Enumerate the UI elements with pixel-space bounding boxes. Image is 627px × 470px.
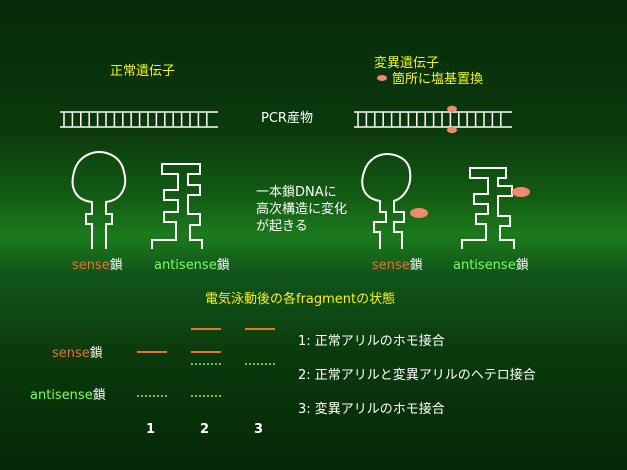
normal-gene-title: 正常遺伝子 xyxy=(110,64,176,79)
gel-bands xyxy=(137,328,275,397)
normal-pcr-product xyxy=(60,111,218,128)
mutant-gene-title: 変異遺伝子 xyxy=(374,56,440,71)
strand-label-sense-text: sense xyxy=(372,258,410,273)
mutant-pcr-rungs xyxy=(357,112,502,127)
gel-legend-3: 3: 変異アリルのホモ接合 xyxy=(298,402,445,417)
lane-number-2: 2 xyxy=(200,422,210,437)
strand-label-mutant-sense: sense鎖 xyxy=(372,258,423,274)
gel-row-label-sense: sense鎖 xyxy=(52,346,103,362)
structure-note-line1: 一本鎖DNAに xyxy=(256,185,337,200)
mutant-pcr-product xyxy=(354,111,512,128)
strand-label-suffix: 鎖 xyxy=(515,258,529,273)
normal-pcr-rungs xyxy=(63,112,208,127)
lane-number-1: 1 xyxy=(146,422,156,437)
gel-row-label-antisense: antisense鎖 xyxy=(30,388,106,404)
gel-legend-2: 2: 正常アリルと変異アリルのヘテロ接合 xyxy=(298,368,536,383)
strand-label-normal-sense: sense鎖 xyxy=(72,258,123,274)
strand-label-sense-text: sense xyxy=(72,258,110,273)
gel-row-sense-text: sense xyxy=(52,346,90,361)
normal-antisense-structure xyxy=(151,163,203,249)
mutant-antisense-mutation-mark xyxy=(512,187,530,197)
gel-legend-1: 1: 正常アリルのホモ接合 xyxy=(298,334,445,349)
pcr-product-label: PCR産物 xyxy=(261,111,313,126)
strand-label-suffix: 鎖 xyxy=(216,258,230,273)
gel-row-suffix: 鎖 xyxy=(89,346,103,361)
mutant-pcr-mutation-top xyxy=(447,105,457,113)
structure-note-line3: が起きる xyxy=(256,219,308,234)
strand-label-normal-antisense: antisense鎖 xyxy=(154,258,230,274)
gel-row-suffix: 鎖 xyxy=(92,388,106,403)
mutant-antisense-structure xyxy=(461,167,515,249)
mutant-sense-mutation-mark xyxy=(410,208,428,218)
structure-note-line2: 高次構造に変化 xyxy=(256,202,348,217)
normal-sense-structure xyxy=(71,150,127,249)
strand-label-mutant-antisense: antisense鎖 xyxy=(453,258,529,274)
strand-label-suffix: 鎖 xyxy=(109,258,123,273)
substitution-legend: 箇所に塩基置換 xyxy=(392,72,484,87)
legend-mutation-mark xyxy=(377,75,387,81)
lane-number-3: 3 xyxy=(254,422,264,437)
mutant-sense-structure xyxy=(361,152,412,249)
gel-title: 電気泳動後の各fragmentの状態 xyxy=(205,292,396,307)
mutant-pcr-mutation-bottom xyxy=(447,126,457,134)
strand-label-antisense-text: antisense xyxy=(154,258,217,273)
strand-label-antisense-text: antisense xyxy=(453,258,516,273)
strand-label-suffix: 鎖 xyxy=(409,258,423,273)
gel-row-antisense-text: antisense xyxy=(30,388,93,403)
